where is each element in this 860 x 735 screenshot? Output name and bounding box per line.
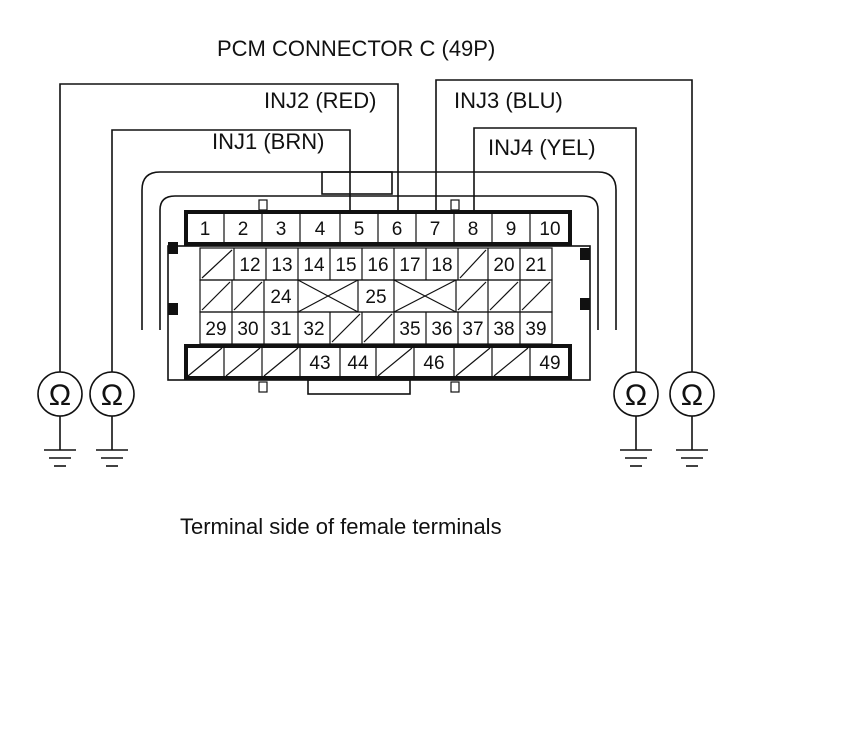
terminal-38: 38 — [493, 319, 514, 340]
diagram-title: PCM CONNECTOR C (49P) — [217, 36, 495, 61]
ohm-meter: Ω — [89, 371, 135, 467]
terminal-21: 21 — [525, 255, 546, 276]
terminal-36: 36 — [431, 319, 452, 340]
ground-icon — [676, 449, 708, 467]
terminal-29: 29 — [205, 319, 226, 340]
terminal-24: 24 — [270, 287, 292, 308]
terminal-44: 44 — [347, 353, 369, 374]
terminal-4: 4 — [315, 219, 326, 240]
empty-cavity — [521, 281, 551, 311]
ohm-icon: Ω — [681, 379, 703, 412]
terminal-32: 32 — [303, 319, 324, 340]
terminal-1: 1 — [200, 219, 211, 240]
empty-cavity — [187, 347, 223, 377]
terminal-18: 18 — [431, 255, 452, 276]
terminal-10: 10 — [539, 219, 560, 240]
terminal-35: 35 — [399, 319, 420, 340]
inj2-label: INJ2 (RED) — [264, 88, 376, 113]
inj1-label: INJ1 (BRN) — [212, 129, 324, 154]
terminal-31: 31 — [270, 319, 291, 340]
ohm-meter: Ω — [669, 371, 715, 467]
terminal-30: 30 — [237, 319, 258, 340]
terminal-3: 3 — [276, 219, 287, 240]
ohm-icon: Ω — [101, 379, 123, 412]
terminal-39: 39 — [525, 319, 546, 340]
ohm-meter: Ω — [37, 371, 83, 467]
empty-cavity — [377, 347, 413, 377]
inj3-label: INJ3 (BLU) — [454, 88, 563, 113]
inj4-label: INJ4 (YEL) — [488, 135, 596, 160]
empty-cavity — [363, 313, 393, 343]
terminal-6: 6 — [392, 219, 403, 240]
terminal-2: 2 — [238, 219, 249, 240]
terminal-8: 8 — [468, 219, 479, 240]
blocked-cavity — [393, 279, 457, 313]
ohm-icon: Ω — [625, 379, 647, 412]
empty-cavity — [457, 281, 487, 311]
empty-cavity — [489, 281, 519, 311]
ground-icon — [96, 449, 128, 467]
empty-cavity — [201, 281, 231, 311]
blocked-cavity — [297, 279, 359, 313]
ohm-icon: Ω — [49, 379, 71, 412]
inj4-wire — [473, 127, 637, 372]
ground-icon — [620, 449, 652, 467]
empty-cavity — [225, 347, 261, 377]
empty-cavity — [263, 347, 299, 377]
probe-wires — [59, 79, 693, 372]
empty-cavity — [455, 347, 491, 377]
terminal-25: 25 — [365, 287, 386, 308]
terminal-13: 13 — [271, 255, 292, 276]
terminal-49: 49 — [539, 353, 560, 374]
diagram-caption: Terminal side of female terminals — [180, 514, 502, 539]
terminal-7: 7 — [430, 219, 441, 240]
empty-cavity — [459, 249, 487, 279]
terminal-12: 12 — [239, 255, 260, 276]
terminal-row-frame — [184, 344, 572, 380]
terminal-14: 14 — [303, 255, 325, 276]
terminal-9: 9 — [506, 219, 517, 240]
terminal-5: 5 — [354, 219, 365, 240]
ohm-meter: Ω — [613, 371, 659, 467]
empty-cavity — [331, 313, 361, 343]
ground-icon — [44, 449, 76, 467]
terminal-17: 17 — [399, 255, 420, 276]
terminal-16: 16 — [367, 255, 388, 276]
terminal-15: 15 — [335, 255, 356, 276]
terminal-46: 46 — [423, 353, 444, 374]
terminal-43: 43 — [309, 353, 330, 374]
terminal-20: 20 — [493, 255, 514, 276]
inj3-wire — [435, 79, 693, 372]
empty-cavity — [233, 281, 263, 311]
terminal-37: 37 — [462, 319, 483, 340]
inj2-wire — [59, 83, 399, 372]
empty-cavity — [493, 347, 529, 377]
inj1-wire — [111, 129, 351, 372]
empty-cavity — [201, 249, 233, 279]
